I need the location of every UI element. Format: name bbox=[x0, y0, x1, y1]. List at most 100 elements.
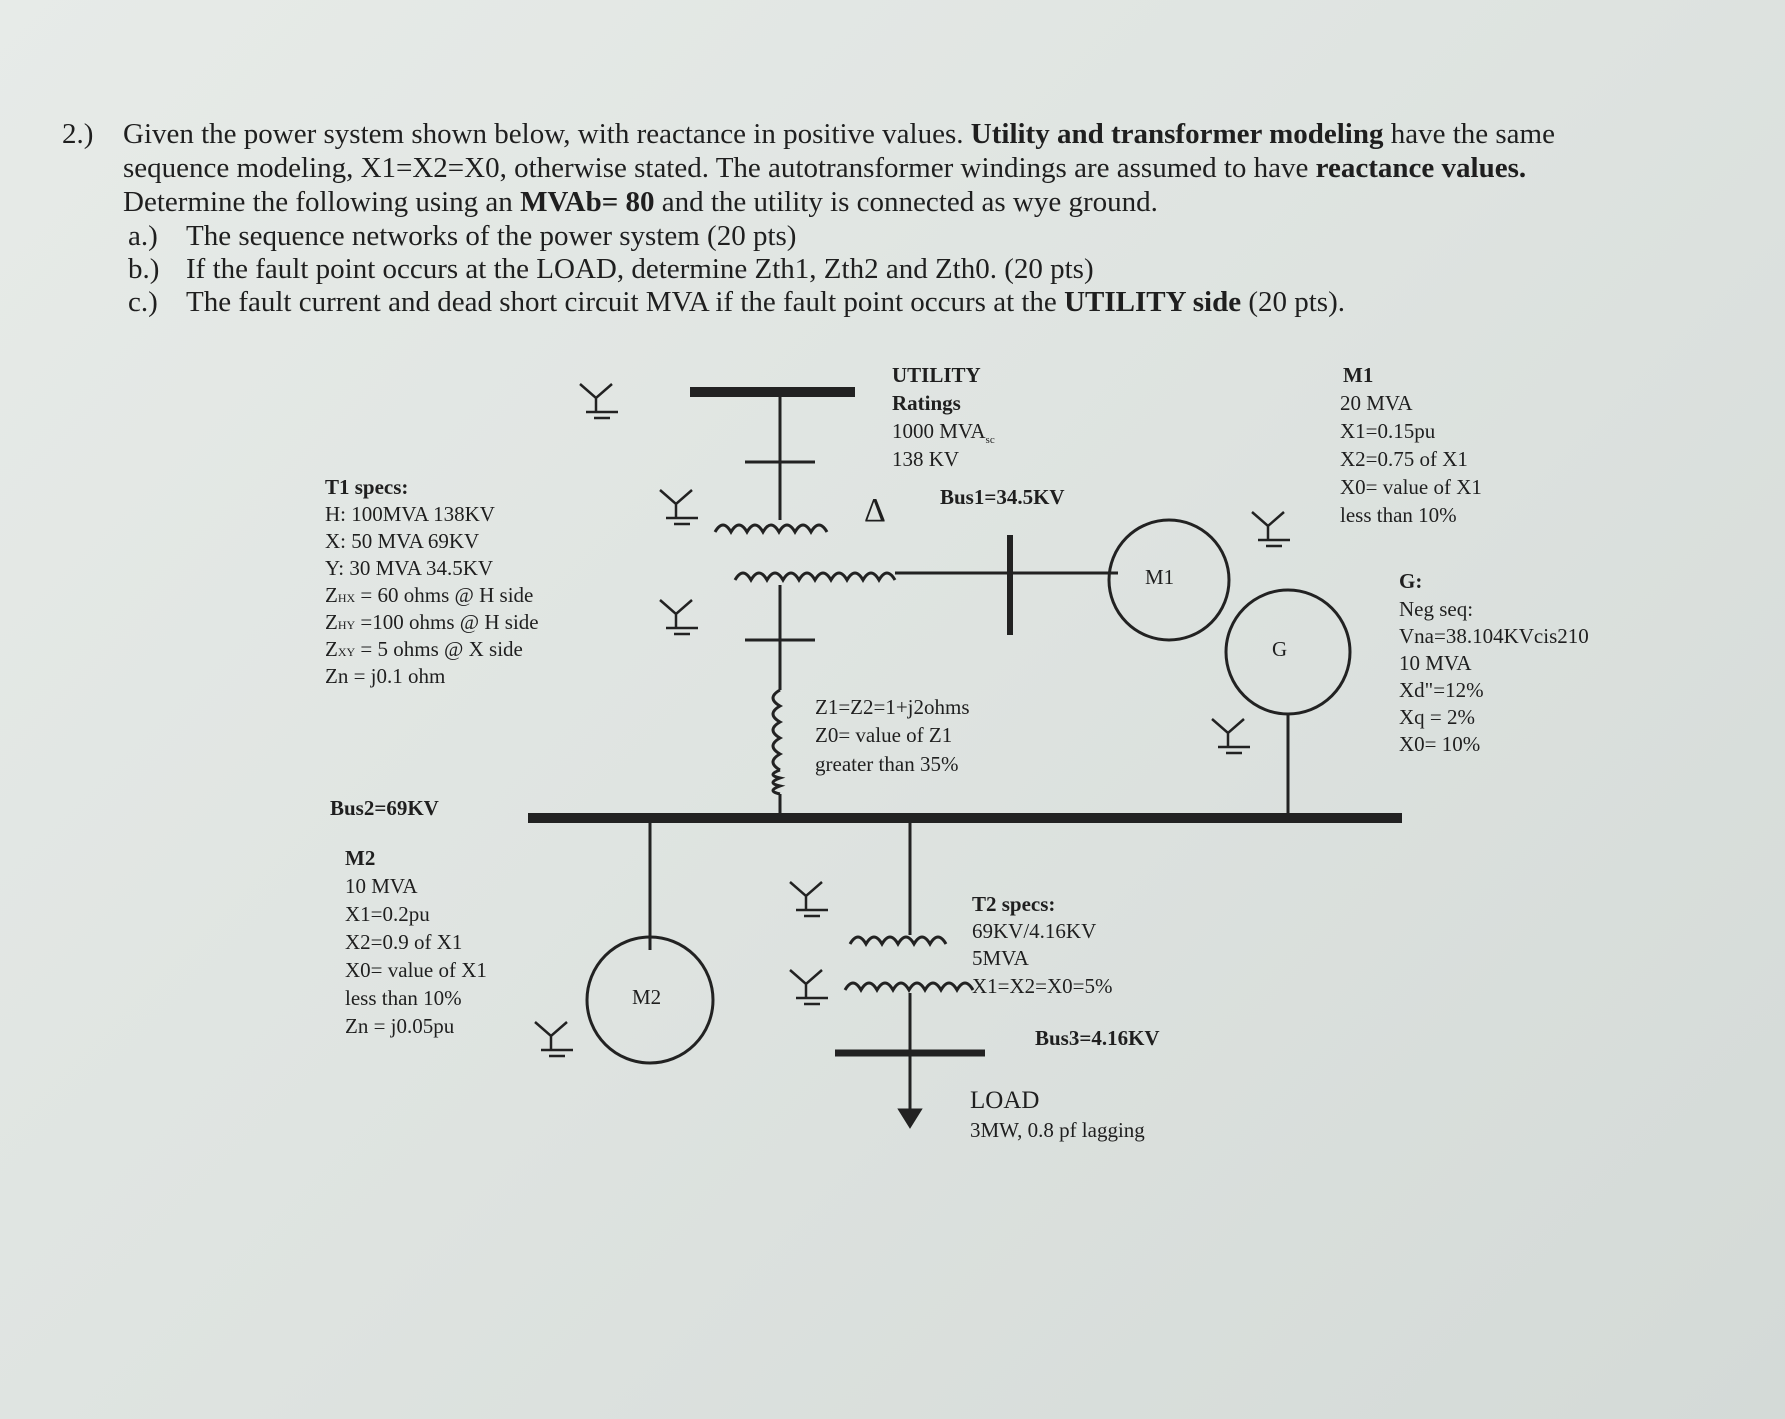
utility-mva: 1000 MVAsc bbox=[892, 419, 995, 447]
line-z0-a: Z0= value of Z1 bbox=[815, 723, 953, 747]
m2-x2: X2=0.9 of X1 bbox=[345, 930, 463, 954]
wye-ground-symbol-m1 bbox=[1251, 511, 1290, 548]
wye-ground-symbol-3 bbox=[659, 599, 698, 636]
g-circle bbox=[1224, 588, 1352, 716]
m1-mva: 20 MVA bbox=[1340, 391, 1413, 415]
wye-ground-symbol-1 bbox=[579, 383, 618, 420]
g-symbol: G bbox=[1272, 637, 1288, 661]
part-c-text: The fault current and dead short circuit… bbox=[186, 286, 1345, 319]
m2-zn: Zn = j0.05pu bbox=[345, 1014, 455, 1038]
t1-zhy-sub: HY bbox=[337, 618, 356, 632]
part-c-bold: UTILITY side bbox=[1064, 286, 1242, 318]
m2-title: M2 bbox=[345, 846, 376, 870]
wye-ground-symbol-t2-h bbox=[789, 881, 828, 918]
problem-line-1: Given the power system shown below, with… bbox=[123, 118, 1555, 151]
t1-zxy-sub: XY bbox=[337, 645, 356, 659]
m1-x0-a: X0= value of X1 bbox=[1340, 475, 1482, 499]
m1-x0-b: less than 10% bbox=[1340, 503, 1457, 527]
utility-mva-sub: sc bbox=[985, 434, 995, 447]
utility-title: UTILITY bbox=[892, 363, 981, 387]
t1-zhx: ZHX = 60 ohms @ H side bbox=[325, 583, 534, 607]
t1-h: H: 100MVA 138KV bbox=[325, 502, 495, 526]
t1-y: Y: 30 MVA 34.5KV bbox=[325, 556, 494, 580]
m2-circle bbox=[585, 935, 715, 1065]
t1-zxy-z: Z bbox=[325, 637, 338, 661]
t1-zxy: ZXY = 5 ohms @ X side bbox=[325, 637, 523, 661]
bus2-label: Bus2=69KV bbox=[330, 796, 439, 820]
part-c-end: (20 pts). bbox=[1248, 286, 1345, 318]
t1-x: X: 50 MVA 69KV bbox=[325, 529, 480, 553]
g-neg: Neg seq: bbox=[1399, 597, 1474, 621]
t1-y-winding bbox=[733, 571, 897, 584]
t1-zhx-sub: HX bbox=[337, 591, 356, 605]
delta-symbol: Δ bbox=[864, 492, 886, 529]
utility-mva-value: 1000 MVA bbox=[892, 419, 986, 443]
t1-zn: Zn = j0.1 ohm bbox=[325, 664, 446, 688]
part-c-label: c.) bbox=[128, 286, 158, 318]
g-xq: Xq = 2% bbox=[1399, 705, 1476, 729]
t1-zhy-z: Z bbox=[325, 610, 338, 634]
wye-ground-symbol-t2-l bbox=[789, 969, 828, 1006]
m1-title: M1 bbox=[1343, 363, 1374, 387]
t1-h-winding bbox=[713, 523, 829, 536]
t2-title: T2 specs: bbox=[972, 892, 1056, 916]
utility-ratings: Ratings bbox=[892, 391, 961, 415]
line-z12: Z1=Z2=1+j2ohms bbox=[815, 695, 970, 719]
m2-symbol: M2 bbox=[632, 985, 662, 1009]
bus3-label: Bus3=4.16KV bbox=[1035, 1026, 1160, 1050]
wye-ground-symbol-2 bbox=[659, 489, 698, 526]
part-c-text-a: The fault current and dead short circuit… bbox=[186, 286, 1057, 318]
t1-title: T1 specs: bbox=[325, 475, 409, 499]
part-b-label: b.) bbox=[128, 253, 160, 285]
m2-x1: X1=0.2pu bbox=[345, 902, 430, 926]
t1-zhy: ZHY =100 ohms @ H side bbox=[325, 610, 539, 634]
g-xd: Xd"=12% bbox=[1399, 678, 1484, 702]
problem-line-1-end: have the same bbox=[1390, 118, 1555, 150]
line-impedance bbox=[771, 688, 784, 772]
m2-x0-b: less than 10% bbox=[345, 986, 462, 1010]
m2-mva: 10 MVA bbox=[345, 874, 418, 898]
problem-line-3-end: and the utility is connected as wye grou… bbox=[661, 186, 1158, 218]
part-a-label: a.) bbox=[128, 220, 158, 252]
problem-line-2-text: sequence modeling, X1=X2=X0, otherwise s… bbox=[123, 152, 1309, 184]
m1-x1: X1=0.15pu bbox=[1340, 419, 1436, 443]
problem-line-3: Determine the following using an MVAb= 8… bbox=[123, 186, 1158, 219]
g-vna: Vna=38.104KVcis210 bbox=[1399, 624, 1589, 648]
t1-zxy-val: = 5 ohms @ X side bbox=[355, 637, 523, 661]
t2-l-winding bbox=[843, 981, 975, 994]
utility-kv: 138 KV bbox=[892, 447, 960, 471]
load-arrow bbox=[897, 1108, 923, 1129]
g-mva: 10 MVA bbox=[1399, 651, 1472, 675]
t2-h-winding bbox=[848, 935, 948, 948]
t1-zhx-z: Z bbox=[325, 583, 338, 607]
m2-x0-a: X0= value of X1 bbox=[345, 958, 487, 982]
load-title: LOAD bbox=[970, 1087, 1040, 1114]
g-x0: X0= 10% bbox=[1399, 732, 1481, 756]
line-z0-b: greater than 35% bbox=[815, 752, 959, 776]
m1-circle bbox=[1107, 518, 1231, 642]
wye-ground-symbol-g bbox=[1211, 718, 1250, 755]
problem-line-2: sequence modeling, X1=X2=X0, otherwise s… bbox=[123, 152, 1527, 185]
problem-line-2-bold: reactance values. bbox=[1315, 152, 1527, 184]
problem-line-1-text: Given the power system shown below, with… bbox=[123, 118, 964, 150]
problem-number: 2.) bbox=[62, 118, 94, 150]
t1-zhx-val: = 60 ohms @ H side bbox=[355, 583, 534, 607]
line-coil-end bbox=[771, 768, 786, 796]
m1-x2: X2=0.75 of X1 bbox=[1340, 447, 1468, 471]
m1-symbol: M1 bbox=[1145, 565, 1175, 589]
t1-zhy-val: =100 ohms @ H side bbox=[355, 610, 539, 634]
t2-mva: 5MVA bbox=[972, 946, 1029, 970]
load-spec: 3MW, 0.8 pf lagging bbox=[970, 1118, 1145, 1142]
part-a-text: The sequence networks of the power syste… bbox=[186, 220, 797, 252]
t2-x: X1=X2=X0=5% bbox=[972, 974, 1113, 998]
problem-line-3-bold: MVAb= 80 bbox=[520, 186, 655, 218]
bus1-label: Bus1=34.5KV bbox=[940, 485, 1065, 509]
problem-line-3-text: Determine the following using an bbox=[123, 186, 513, 218]
problem-line-1-bold: Utility and transformer modeling bbox=[970, 118, 1384, 150]
g-title: G: bbox=[1399, 569, 1423, 593]
wye-ground-symbol-m2 bbox=[534, 1021, 573, 1058]
part-b-text: If the fault point occurs at the LOAD, d… bbox=[186, 253, 1094, 285]
t2-kv: 69KV/4.16KV bbox=[972, 919, 1097, 943]
